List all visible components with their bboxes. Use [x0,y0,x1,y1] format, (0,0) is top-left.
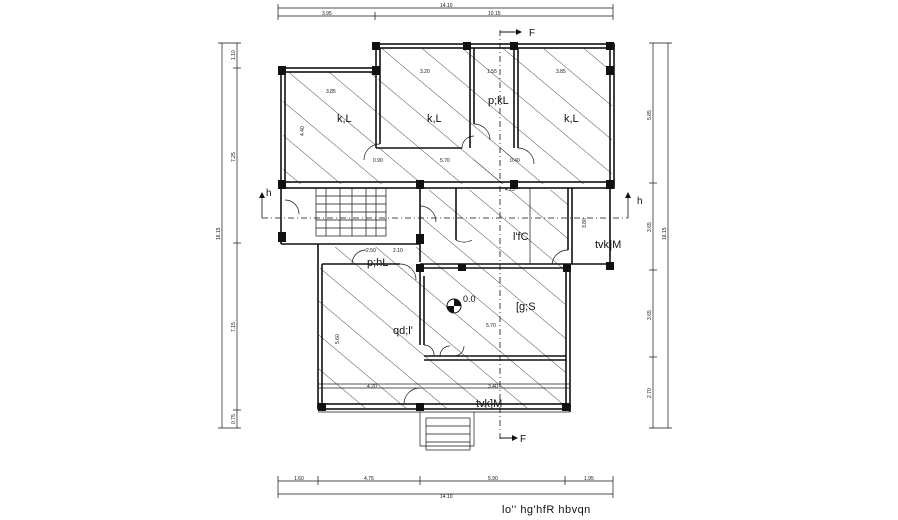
dim-top-seg-2: 10.15 [488,11,501,17]
dim-room-b: 1.55 [487,69,497,75]
dim-right-total: 16.15 [662,227,668,240]
room-living: qd;l' [393,325,413,337]
dim-room-o: 3.80 [582,218,588,228]
dim-right-seg-3: 3.65 [647,310,653,320]
dim-top-total: 14.10 [440,3,453,9]
dim-room-d: 3.85 [326,89,336,95]
staircase [315,187,387,237]
dim-right-seg-2: 3.65 [647,222,653,232]
dim-left-seg-4: 0.75 [231,414,237,424]
dim-room-n: 4.40 [300,126,306,136]
room-lobby: l'fC [513,231,529,243]
room-labels: k,L k,L k,L p;kL l'fC p;hL qd;l' [g;S tv… [337,95,621,410]
dim-room-i: 3.40 [488,384,498,390]
dim-left-seg-2: 7.25 [231,152,237,162]
dim-room-l: 0.40 [510,158,520,164]
bottom-dimension-chain: 1.60 4.75 5.90 1.95 14.10 [277,476,614,500]
drawing-title: lo'' hg'hfR hbvqn [502,504,591,516]
room-bath-top: p;kL [488,95,509,107]
left-dimension-chain: 16.15 1.10 7.25 7.15 0.75 [216,42,241,429]
dim-bottom-seg-2: 4.75 [364,476,374,482]
room-kitchen: [g;S [516,301,536,313]
dim-bottom-seg-1: 1.60 [294,476,304,482]
doors [284,123,569,405]
dim-left-total: 16.15 [216,227,222,240]
top-dimension-chain: 14.10 3.95 10.15 [277,3,614,20]
columns [278,42,614,411]
room-bedroom-right: k,L [564,113,579,125]
room-bath-mid: p;hL [367,257,388,269]
dim-room-h: 4.20 [367,384,377,390]
dim-room-p: 5.60 [335,334,341,344]
dim-room-j: 2.10 [393,248,403,254]
dim-bottom-seg-4: 1.95 [584,476,594,482]
dim-room-k: 0.90 [373,158,383,164]
dim-room-c: 3.85 [556,69,566,75]
level-value: 0.0 [463,294,476,304]
dim-room-a: 3.20 [420,69,430,75]
section-line-f: F F [499,28,535,445]
dim-bottom-total: 14.10 [440,494,453,500]
room-veranda-bottom: tvk]M [476,398,502,410]
dim-room-m: 2.50 [366,248,376,254]
dim-right-seg-4: 2.70 [647,388,653,398]
room-bedroom-mid: k,L [427,113,442,125]
dim-left-seg-3: 7.15 [231,322,237,332]
dim-room-g: 5.70 [486,323,496,329]
right-dimension-chain: 5.85 3.65 3.65 2.70 16.15 [647,42,672,429]
level-marker: 0.0 [446,294,476,314]
dim-room-f: 4.25 [505,187,515,193]
section-mark-bottom: F [520,434,526,445]
dim-left-seg-1: 1.10 [231,50,237,60]
dim-bottom-seg-3: 5.90 [488,476,498,482]
section-mark-top: F [529,28,535,39]
dim-room-e: 5.70 [440,158,450,164]
interior-dimensions: 3.20 1.55 3.85 3.85 5.70 4.25 5.70 4.20 … [300,69,588,390]
elevation-mark-right: h [637,196,643,207]
dim-top-seg-1: 3.95 [322,11,332,17]
section-line-h: h h [259,188,643,219]
dim-right-seg-1: 5.85 [647,110,653,120]
room-bedroom-left: k,L [337,113,352,125]
hatched-floor-areas [283,48,612,408]
entrance-steps [425,417,471,451]
elevation-mark-left: h [266,188,272,199]
room-veranda-right: tvk]M [595,239,621,251]
